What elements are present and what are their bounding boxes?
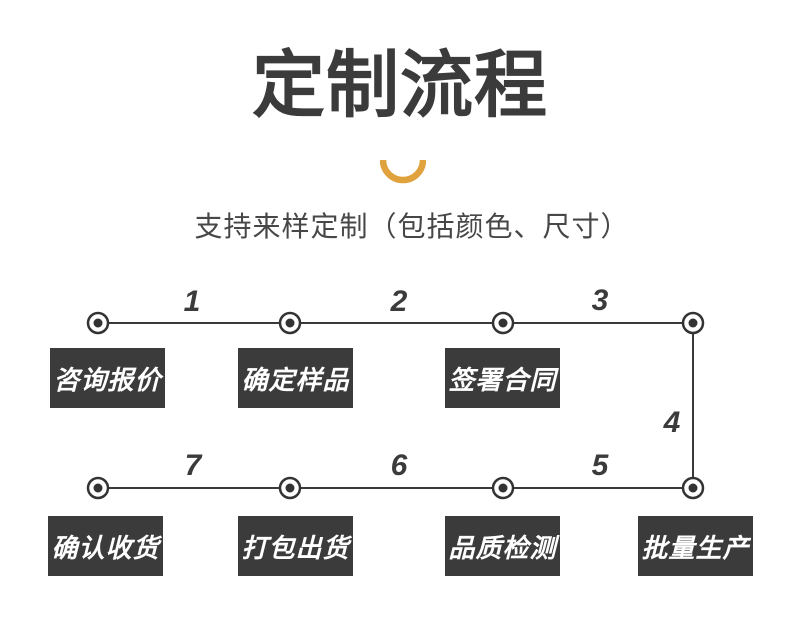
arc-divider-icon — [380, 159, 426, 184]
flow-nodes — [86, 311, 705, 500]
node-icon — [491, 476, 515, 500]
segment-number-4: 4 — [663, 406, 681, 439]
page-subtitle: 支持来样定制（包括颜色、尺寸） — [194, 211, 630, 242]
node-icon — [86, 311, 110, 335]
step-box-inquiry: 咨询报价 — [50, 348, 165, 408]
step-box-packing: 打包出货 — [238, 516, 353, 576]
node-icon — [278, 311, 302, 335]
page-title: 定制流程 — [252, 45, 548, 126]
step-box-sample: 确定样品 — [238, 348, 353, 408]
step-box-receipt: 确认收货 — [48, 516, 163, 576]
segment-number-2: 2 — [390, 285, 408, 318]
step-box-contract: 签署合同 — [445, 348, 560, 408]
node-icon — [491, 311, 515, 335]
segment-number-5: 5 — [591, 449, 609, 482]
segment-number-3: 3 — [591, 284, 609, 317]
node-icon — [681, 476, 705, 500]
step-box-inspection: 品质检测 — [445, 516, 560, 576]
node-icon — [86, 476, 110, 500]
segment-number-6: 6 — [390, 449, 408, 482]
node-icon — [681, 311, 705, 335]
segment-number-7: 7 — [184, 449, 202, 482]
segment-number-1: 1 — [183, 285, 201, 318]
step-box-production: 批量生产 — [638, 516, 753, 576]
flow-lines — [98, 322, 694, 489]
node-icon — [278, 476, 302, 500]
